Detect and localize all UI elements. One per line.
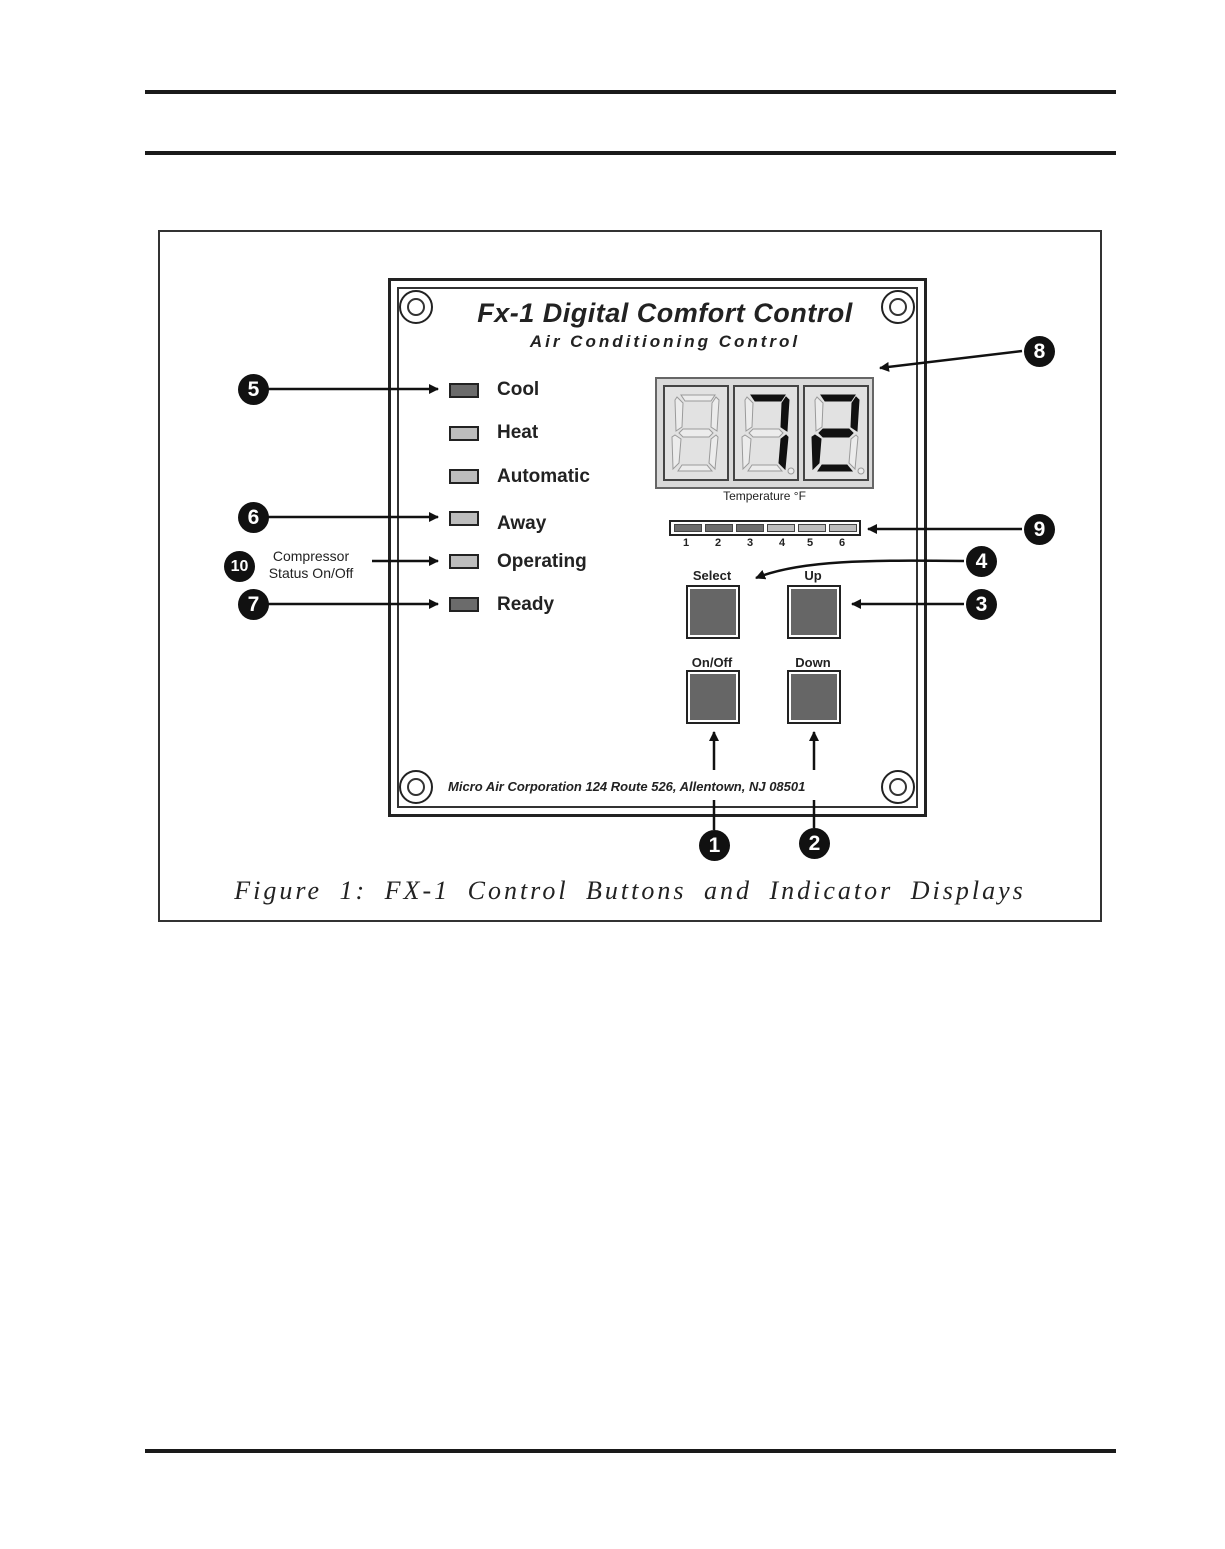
- callout-9: 9: [1024, 514, 1055, 545]
- figure-frame: [158, 230, 1102, 922]
- bar-number-3: 3: [746, 537, 754, 549]
- bar-graph: [669, 520, 861, 536]
- arrow-4: [755, 559, 965, 580]
- segment-d: [677, 464, 714, 472]
- led-automatic: [449, 469, 479, 484]
- led-cool: [449, 383, 479, 398]
- down-button-label: Down: [795, 655, 831, 670]
- bar-segment-3: [736, 524, 764, 532]
- callout-10: 10: [224, 551, 255, 582]
- panel-address: Micro Air Corporation 124 Route 526, All…: [448, 779, 806, 794]
- label-away: Away: [497, 513, 547, 534]
- label-operating: Operating: [497, 551, 587, 572]
- screw-bottom-right-icon: [881, 770, 915, 804]
- segment-a: [680, 394, 716, 402]
- segment-g: [748, 428, 784, 438]
- callout-8: 8: [1024, 336, 1055, 367]
- callout-2: 2: [799, 828, 830, 859]
- panel-subtitle: Air Conditioning Control: [529, 332, 801, 351]
- bar-number-1: 1: [682, 537, 690, 549]
- callout-10-text: Compressor Status On/Off: [258, 548, 364, 582]
- segment-a: [750, 394, 786, 402]
- bar-number-4: 4: [778, 537, 786, 549]
- segment-b: [710, 396, 720, 432]
- decimal-point: [787, 467, 795, 475]
- segment-d: [747, 464, 784, 472]
- callout-5: 5: [238, 374, 269, 405]
- up-button-label: Up: [804, 568, 822, 583]
- callout-10-text-line1: Compressor: [272, 548, 350, 564]
- label-automatic: Automatic: [497, 466, 590, 487]
- select-button-label: Select: [692, 568, 732, 583]
- arrow-8: [879, 349, 1023, 372]
- label-ready: Ready: [497, 594, 555, 615]
- led-heat: [449, 426, 479, 441]
- segment-e: [741, 434, 752, 471]
- segment-a: [820, 394, 856, 402]
- segment-c: [778, 434, 789, 471]
- callout-1: 1: [699, 830, 730, 861]
- temperature-display: [655, 377, 874, 489]
- control-panel: [388, 278, 927, 817]
- digit-2: [733, 385, 799, 481]
- segment-f: [674, 396, 684, 432]
- segment-e: [811, 434, 822, 471]
- up-button[interactable]: [787, 585, 841, 639]
- led-ready: [449, 597, 479, 612]
- led-operating: [449, 554, 479, 569]
- segment-d: [817, 464, 854, 472]
- segment-c: [708, 434, 719, 471]
- segment-f: [814, 396, 824, 432]
- led-away: [449, 511, 479, 526]
- bar-number-6: 6: [838, 537, 846, 549]
- screw-bottom-left-icon: [399, 770, 433, 804]
- segment-c: [848, 434, 859, 471]
- segment-e: [671, 434, 682, 471]
- select-button[interactable]: [686, 585, 740, 639]
- callout-7: 7: [238, 589, 269, 620]
- segment-f: [744, 396, 754, 432]
- label-cool: Cool: [497, 379, 540, 400]
- callout-3: 3: [966, 589, 997, 620]
- bar-segment-2: [705, 524, 733, 532]
- label-heat: Heat: [497, 422, 539, 443]
- bar-number-2: 2: [714, 537, 722, 549]
- callout-10-text-line2: Status On/Off: [268, 565, 354, 581]
- control-panel-inner-border: [397, 287, 918, 808]
- bar-segment-1: [674, 524, 702, 532]
- on-off-button[interactable]: [686, 670, 740, 724]
- bar-number-5: 5: [806, 537, 814, 549]
- digit-3: [803, 385, 869, 481]
- segment-b: [780, 396, 790, 432]
- screw-top-left-icon: [399, 290, 433, 324]
- callout-6: 6: [238, 502, 269, 533]
- bar-segment-5: [798, 524, 826, 532]
- on-off-button-label: On/Off: [691, 655, 733, 670]
- temperature-label: Temperature °F: [723, 489, 806, 503]
- bar-segment-4: [767, 524, 795, 532]
- digit-1: [663, 385, 729, 481]
- down-button[interactable]: [787, 670, 841, 724]
- top-rule: [145, 90, 1116, 94]
- callout-4: 4: [966, 546, 997, 577]
- decimal-point: [857, 467, 865, 475]
- segment-g: [818, 428, 854, 438]
- figure-caption: Figure 1: FX-1 Control Buttons and Indic…: [234, 876, 1026, 905]
- segment-g: [678, 428, 714, 438]
- bottom-rule: [145, 1449, 1116, 1453]
- screw-top-right-icon: [881, 290, 915, 324]
- panel-title: Fx-1 Digital Comfort Control: [477, 298, 853, 328]
- bar-segment-6: [829, 524, 857, 532]
- segment-b: [850, 396, 860, 432]
- header-rule: [145, 151, 1116, 155]
